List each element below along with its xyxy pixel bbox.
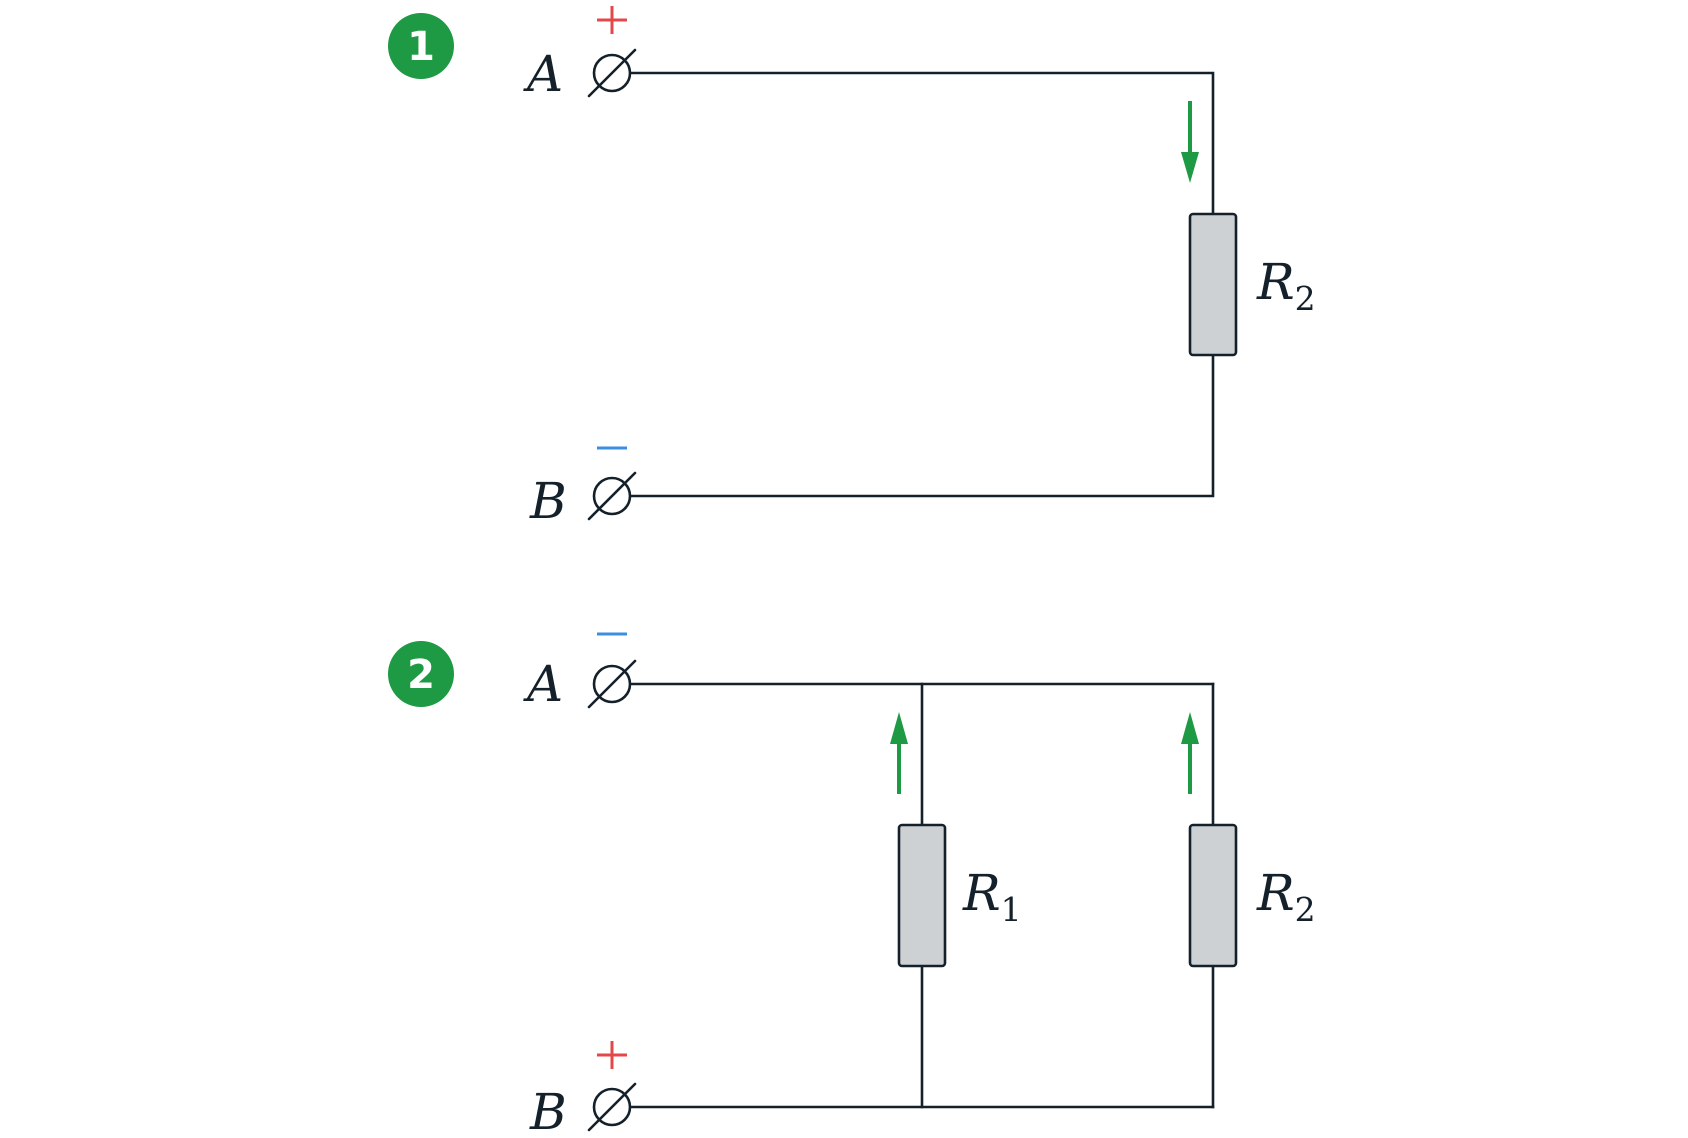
circuit-2-badge-number: 2 bbox=[407, 652, 435, 698]
circuit-1-current-arrow-icon bbox=[1181, 101, 1199, 183]
circuit-1-terminal-a: A bbox=[523, 6, 637, 103]
circuit-1: 1 R2 A B bbox=[388, 6, 1316, 530]
circuit-2-badge: 2 bbox=[388, 641, 454, 707]
circuit-1-top-wire bbox=[630, 71, 1215, 215]
circuit-1-bottom-wire bbox=[630, 354, 1215, 498]
circuit-2-r2-label: R2 bbox=[1256, 864, 1316, 929]
circuit-2-terminal-a: A bbox=[523, 632, 637, 713]
circuit-1-terminal-b-label: B bbox=[529, 472, 567, 530]
circuit-2-terminal-b-plus-icon bbox=[597, 1041, 627, 1069]
circuit-2-r1-label: R1 bbox=[962, 864, 1022, 929]
circuit-2: 2 R1 R2 A B bbox=[388, 632, 1316, 1138]
circuit-1-badge-number: 1 bbox=[407, 24, 435, 70]
circuit-2-terminal-a-label: A bbox=[523, 655, 563, 713]
circuit-1-resistor-r2 bbox=[1188, 212, 1238, 357]
circuit-1-r2-label: R2 bbox=[1256, 253, 1316, 318]
circuit-2-resistor-r1 bbox=[897, 823, 947, 968]
circuit-2-terminal-b-label: B bbox=[529, 1083, 567, 1138]
circuit-1-badge: 1 bbox=[388, 13, 454, 79]
circuit-1-terminal-b: B bbox=[529, 446, 637, 530]
circuit-1-terminal-a-plus-icon bbox=[597, 6, 627, 34]
circuit-2-r2-current-arrow-icon bbox=[1181, 712, 1199, 794]
circuit-1-terminal-a-label: A bbox=[523, 45, 563, 103]
circuit-2-r1-current-arrow-icon bbox=[890, 712, 908, 794]
circuit-2-resistor-r2 bbox=[1188, 823, 1238, 968]
circuit-2-terminal-b: B bbox=[529, 1041, 637, 1138]
